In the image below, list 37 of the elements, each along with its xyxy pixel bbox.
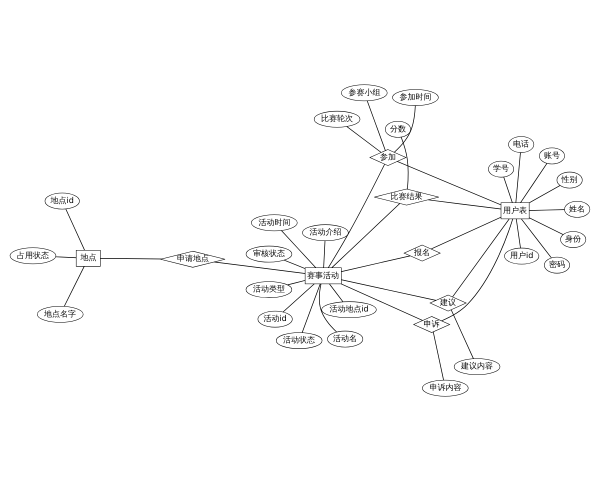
connector <box>287 280 306 285</box>
connector <box>66 208 85 250</box>
connector <box>284 259 306 268</box>
connector <box>528 208 565 210</box>
connector <box>331 202 400 268</box>
connector <box>323 240 326 268</box>
connector <box>528 217 564 234</box>
connector <box>340 283 423 320</box>
connector <box>366 100 386 150</box>
connector <box>318 283 337 332</box>
connector <box>396 160 502 205</box>
connector <box>328 163 385 268</box>
connector <box>430 216 502 249</box>
connector <box>450 308 474 359</box>
connector <box>341 278 436 300</box>
connector <box>100 258 162 259</box>
connector <box>329 283 344 302</box>
connector <box>282 283 315 312</box>
connector <box>214 261 306 274</box>
connector <box>55 256 76 258</box>
connector <box>452 218 510 297</box>
connector <box>428 198 502 209</box>
connector <box>341 254 411 272</box>
connector <box>281 230 316 268</box>
connector <box>400 136 409 189</box>
connector <box>432 331 444 380</box>
connector <box>520 162 548 203</box>
connector <box>515 152 521 203</box>
connector <box>302 283 321 332</box>
connector <box>394 104 416 152</box>
connector <box>346 126 382 152</box>
connector <box>503 176 513 202</box>
connector <box>64 266 85 306</box>
connector <box>516 218 521 248</box>
connector <box>441 218 514 321</box>
connector <box>521 218 552 258</box>
connector <box>528 184 560 203</box>
